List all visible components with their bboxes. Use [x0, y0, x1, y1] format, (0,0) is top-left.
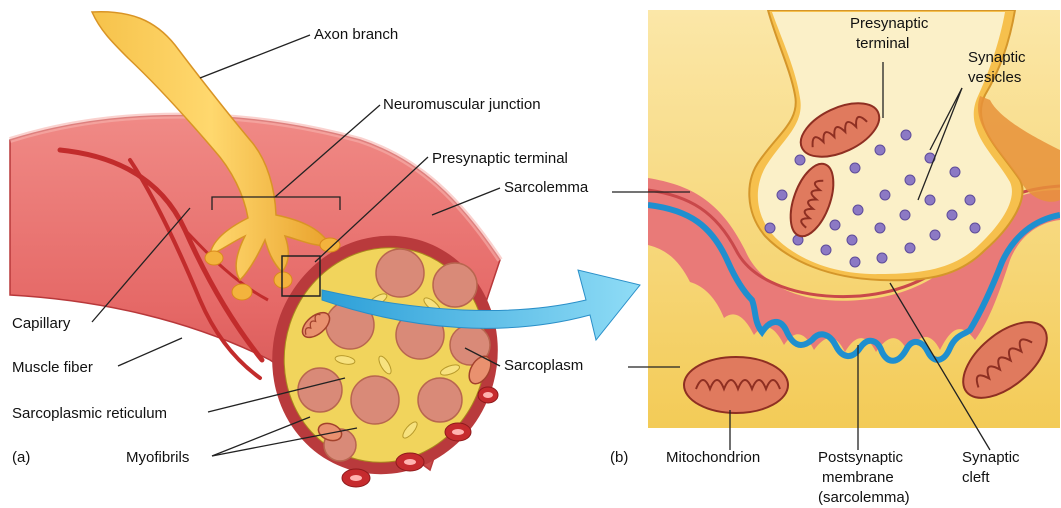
label-sarcoplasm: Sarcoplasm — [504, 357, 583, 374]
label-myofibrils: Myofibrils — [126, 449, 189, 466]
label-axon-branch: Axon branch — [314, 26, 398, 43]
label-postsynaptic-2: membrane — [822, 469, 894, 486]
label-muscle-fiber: Muscle fiber — [12, 359, 93, 376]
label-sarcolemma: Sarcolemma — [504, 179, 589, 196]
panel-a: Axon branch Neuromuscular junction Presy… — [10, 12, 640, 504]
label-neuromuscular-junction: Neuromuscular junction — [383, 96, 541, 113]
label-synaptic-cleft-1: Synaptic — [962, 449, 1020, 466]
panel-b: Presynaptic terminal Synaptic vesicles (… — [610, 10, 1060, 506]
label-postsynaptic-3: (sarcolemma) — [818, 489, 910, 506]
label-capillary: Capillary — [12, 315, 71, 332]
label-panel-a-tag: (a) — [12, 449, 30, 466]
label-synaptic-cleft-2: cleft — [962, 469, 990, 486]
label-presynaptic-terminal-b-2: terminal — [856, 35, 909, 52]
label-postsynaptic-1: Postsynaptic — [818, 449, 904, 466]
label-presynaptic-terminal-b-1: Presynaptic — [850, 15, 929, 32]
label-mitochondrion: Mitochondrion — [666, 449, 760, 466]
label-synaptic-vesicles-1: Synaptic — [968, 49, 1026, 66]
label-panel-b-tag: (b) — [610, 449, 628, 466]
label-presynaptic-terminal-a: Presynaptic terminal — [432, 150, 568, 167]
label-synaptic-vesicles-2: vesicles — [968, 69, 1021, 86]
label-sarcoplasmic-reticulum: Sarcoplasmic reticulum — [12, 405, 167, 422]
